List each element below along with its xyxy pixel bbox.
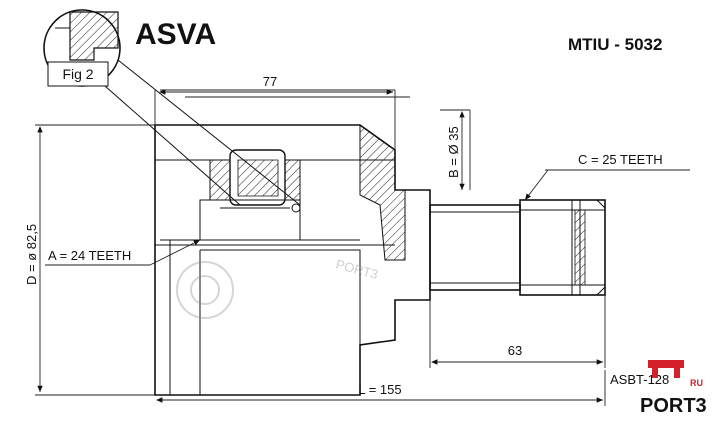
logo-ru: RU [690, 378, 703, 388]
dim-outer-teeth: C = 25 TEETH [578, 152, 663, 167]
leader-line [117, 59, 301, 206]
dim-inner-teeth: A = 24 TEETH [48, 248, 131, 263]
watermark-code: ASBT-128 [610, 372, 669, 387]
dim-77: 77 [263, 74, 277, 89]
dim-total-length: L = 155 [358, 382, 401, 397]
watermark: PORT3 [176, 256, 380, 319]
port3-logo: PORT3 RU [640, 360, 707, 417]
dim-bore: B = Ø 35 [446, 126, 461, 178]
stub-shaft [429, 199, 606, 296]
svg-text:PORT3: PORT3 [334, 256, 380, 282]
dim-outer-diameter: D = ø 82,5 [24, 224, 39, 285]
part-number: MTIU - 5032 [568, 35, 662, 54]
brand-name: ASVA [135, 18, 216, 51]
dim-63: 63 [508, 343, 522, 358]
logo-text: PORT3 [640, 395, 707, 417]
figure-badge: Fig 2 [43, 9, 121, 87]
figure-label: Fig 2 [62, 66, 93, 82]
housing-outline [154, 124, 431, 396]
